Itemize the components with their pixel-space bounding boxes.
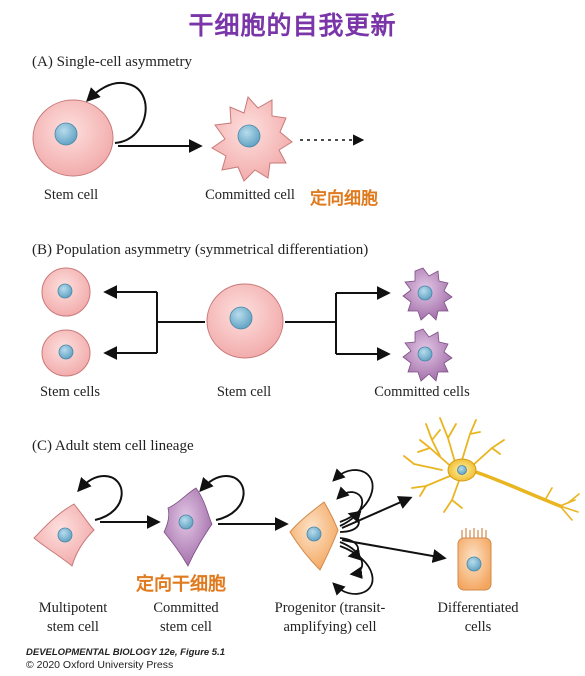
panel-c-progenitor-amplify-arrows — [332, 468, 374, 596]
panel-b-stem-cell-top — [41, 267, 91, 317]
panel-c-progenitor-label-line1: Progenitor (transit- — [274, 600, 386, 616]
panel-b-committed-cells-label: Committed cells — [374, 384, 470, 400]
panel-b-stem-cell-bottom — [41, 329, 91, 377]
panel-c-differentiated-label-line2: cells — [464, 619, 492, 635]
panel-c-committed-label-line1: Committed — [153, 600, 219, 616]
panel-c-progenitor-label: Progenitor (transit- amplifying) cell — [256, 599, 404, 637]
neuron-cell — [403, 417, 580, 521]
panel-b-committed-cell-top — [402, 267, 453, 321]
panel-a-stem-cell — [32, 99, 114, 177]
panel-b-committed-cell-bottom — [402, 328, 453, 382]
panel-b-stem-cell-label: Stem cell — [216, 384, 272, 400]
page-title: 干细胞的自我更新 — [188, 11, 397, 40]
panel-a-committed-cell-label: Committed cell — [205, 187, 295, 203]
copyright-credit: © 2020 Oxford University Press — [26, 659, 174, 671]
panel-c-arrow-to-epithelial — [341, 539, 447, 563]
panel-c-multipotent-self-renew-arrow — [77, 474, 123, 521]
panel-a-annotation: 定向细胞 — [310, 189, 378, 209]
epithelial-cell — [457, 528, 492, 591]
panel-a-heading: (A) Single-cell asymmetry — [32, 54, 192, 70]
panel-c-multipotent-label-line2: stem cell — [47, 619, 99, 635]
panel-a-self-renew-arrow — [86, 82, 147, 144]
panel-c-multipotent-label-line1: Multipotent — [38, 600, 108, 616]
panel-c-differentiated-label-line1: Differentiated — [437, 600, 519, 616]
panel-a-stem-cell-label: Stem cell — [43, 187, 99, 203]
panel-b-stem-cell-center — [206, 283, 284, 359]
panel-c-committed-label: Committed stem cell — [138, 599, 234, 637]
panel-b-heading: (B) Population asymmetry (symmetrical di… — [32, 242, 369, 258]
panel-b-right-branch-arrows — [285, 286, 391, 361]
panel-c-committed-self-renew-arrow — [199, 474, 245, 521]
panel-c-annotation: 定向干细胞 — [136, 574, 226, 595]
panel-c-differentiated-label: Differentiated cells — [420, 599, 536, 637]
panel-b-left-branch-arrows — [103, 285, 205, 360]
panel-c-multipotent-cell — [33, 503, 95, 567]
panel-c-progenitor-label-line2: amplifying) cell — [283, 619, 377, 635]
figure-credit: DEVELOPMENTAL BIOLOGY 12e, Figure 5.1 — [26, 647, 226, 658]
panel-c-heading: (C) Adult stem cell lineage — [32, 438, 194, 454]
panel-c-committed-label-line2: stem cell — [160, 619, 212, 635]
panel-c-multipotent-label: Multipotent stem cell — [20, 599, 126, 637]
panel-c-committed-stem-cell — [163, 487, 213, 567]
panel-b-stem-cells-label: Stem cells — [39, 384, 100, 400]
panel-c-progenitor-cell — [289, 501, 339, 571]
panel-c-arrow-to-neuron — [341, 496, 413, 529]
panel-a-committed-cell — [211, 95, 293, 182]
